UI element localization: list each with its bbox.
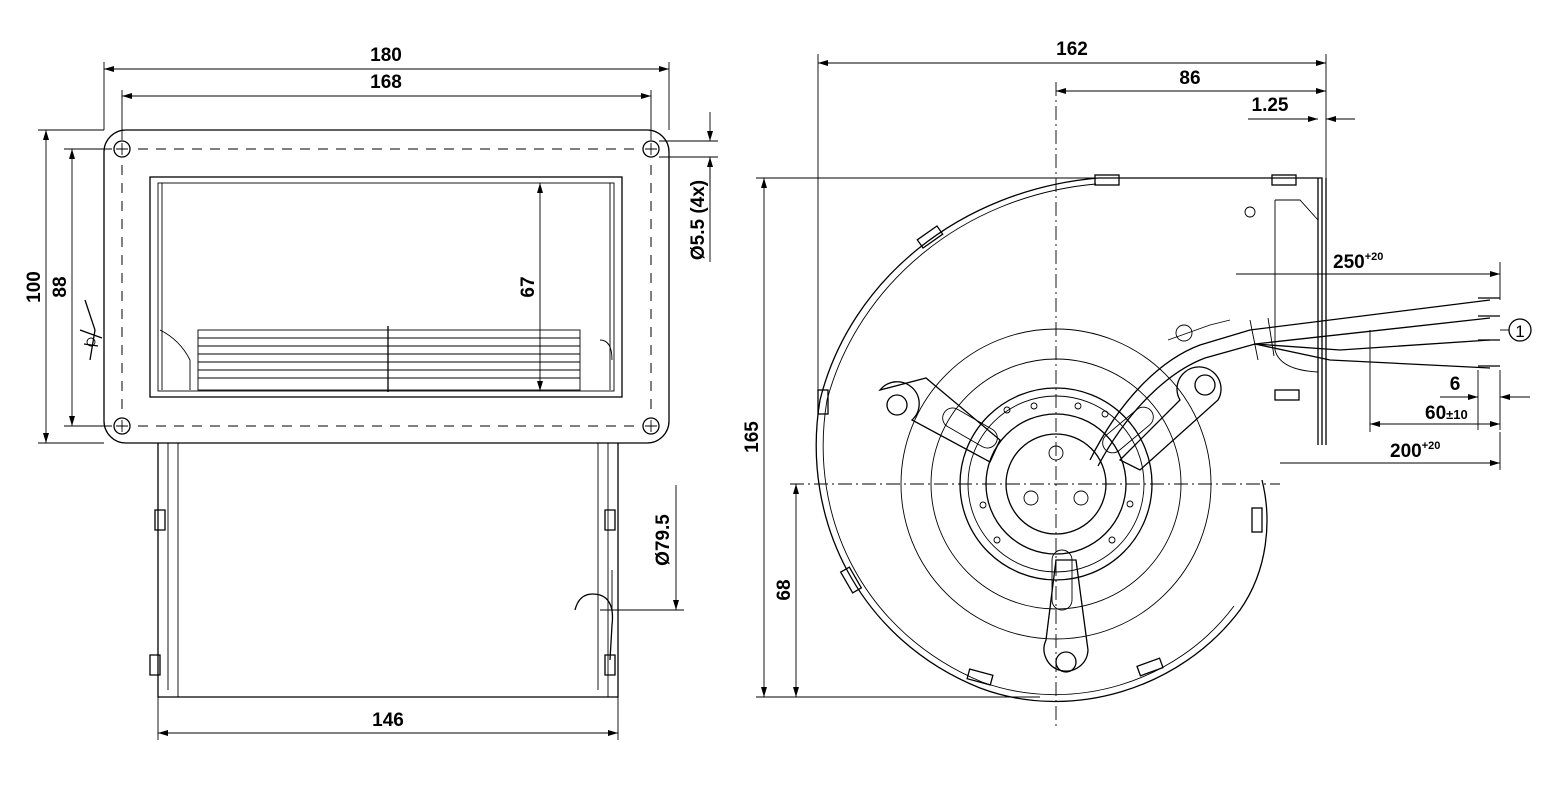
dim-cable-sleeve-value: 200 xyxy=(1390,441,1422,462)
front-view: 180 168 100 88 67 Ø5.5 (4x) Ø79.5 146 xyxy=(24,45,718,740)
dim-total-width: 162 xyxy=(1056,39,1088,60)
dim-center-height: 68 xyxy=(774,579,795,600)
dim-height-outer: 100 xyxy=(24,271,45,303)
mounting-flange xyxy=(103,129,670,444)
dim-cable-sleeve: 200+20 xyxy=(1390,440,1440,462)
housing-body xyxy=(149,443,619,698)
housing-clips xyxy=(817,174,1300,686)
dim-inlet-diameter: Ø79.5 xyxy=(653,514,674,566)
dim-sheath-strip-tol: ±10 xyxy=(1446,407,1468,422)
dim-cable-sleeve-tol: +20 xyxy=(1422,440,1441,452)
dim-width-holes: 168 xyxy=(370,72,402,93)
dim-flange-thickness: 1.25 xyxy=(1252,95,1289,116)
cable-bundle xyxy=(1089,297,1500,467)
dim-strip-length: 6 xyxy=(1450,374,1461,395)
dim-center-offset: 86 xyxy=(1179,68,1200,89)
dim-sheath-strip-value: 60 xyxy=(1425,403,1446,424)
impeller-blades xyxy=(197,326,581,392)
side-flange xyxy=(1317,178,1327,445)
outlet-opening xyxy=(149,176,623,398)
dim-opening-height: 67 xyxy=(518,276,539,297)
callout-number: 1 xyxy=(1515,322,1524,341)
dim-height-holes: 88 xyxy=(50,276,71,297)
dim-cable-length: 250+20 xyxy=(1333,251,1383,273)
dim-sheath-strip: 60±10 xyxy=(1425,403,1468,424)
scroll-housing xyxy=(815,177,1323,703)
motor-mount-arms xyxy=(878,366,1222,673)
dim-width-outer: 180 xyxy=(370,45,402,66)
mounting-holes xyxy=(113,140,660,435)
side-latch xyxy=(79,299,103,361)
dim-cable-length-value: 250 xyxy=(1333,252,1365,273)
dim-cable-length-tol: +20 xyxy=(1365,251,1384,263)
connector-housing xyxy=(574,593,614,661)
side-view: 162 86 1.25 165 68 250+20 1 6 60±10 xyxy=(742,39,1532,728)
dim-housing-width: 146 xyxy=(372,710,404,731)
dim-total-height: 165 xyxy=(742,421,763,453)
dim-hole-diameter: Ø5.5 (4x) xyxy=(688,180,709,260)
